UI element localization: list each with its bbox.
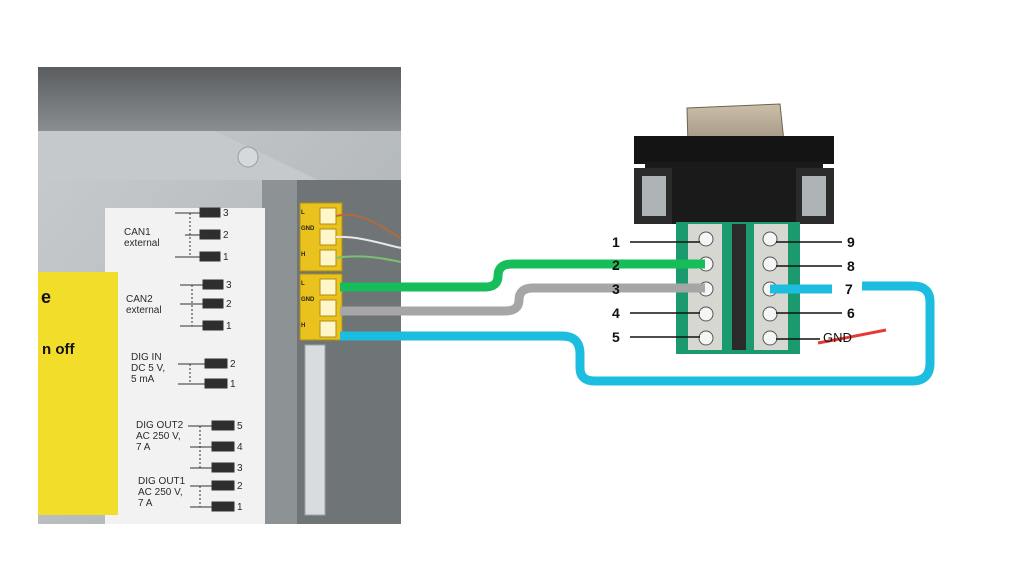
wires <box>340 259 935 386</box>
yellow-label-text-1: e <box>41 287 52 307</box>
can1-label: CAN1 external <box>124 227 160 249</box>
pin-label-5: 5 <box>612 329 620 345</box>
db9-connector <box>634 103 834 354</box>
dig-in-label: DIG IN DC 5 V, 5 mA <box>131 352 166 385</box>
gnd-strike <box>817 328 887 345</box>
device-photo <box>38 67 401 524</box>
pin-label-9: 9 <box>847 234 855 250</box>
terminal-screws <box>698 231 778 346</box>
pin-label-7: 7 <box>845 281 853 297</box>
pin-label-8: 8 <box>847 258 855 274</box>
can1-pins <box>175 207 221 262</box>
pin-label-2: 2 <box>612 257 620 273</box>
dig-out2-pins <box>188 420 235 473</box>
pin-label-1: 1 <box>612 234 620 250</box>
dig-out2-label: DIG OUT2 AC 250 V, 7 A <box>136 420 184 453</box>
gnd-label: GND <box>823 330 852 345</box>
blue-wire <box>340 281 935 386</box>
pin-label-6: 6 <box>847 305 855 321</box>
can2-label: CAN2 external <box>126 294 162 316</box>
can1-pin-3: 3 <box>223 208 229 219</box>
term-mark-gnd2: GND <box>301 297 315 303</box>
terminal-blocks <box>299 202 402 516</box>
dig-out2-pin-4: 4 <box>237 442 243 453</box>
can2-pins <box>180 279 224 331</box>
term-mark-h2: H <box>301 323 306 329</box>
dig-in-pins <box>178 358 228 389</box>
dig-out2-pin-3: 3 <box>237 463 243 474</box>
green-wire <box>340 259 705 292</box>
dig-in-pin-1: 1 <box>230 379 236 390</box>
terminal-pin-markers <box>175 207 235 512</box>
gray-wire <box>340 283 705 316</box>
dig-in-pin-2: 2 <box>230 359 236 370</box>
term-mark-gnd1: GND <box>301 226 315 232</box>
pin-label-3: 3 <box>612 281 620 297</box>
term-mark-l1: L <box>301 210 305 216</box>
pin-label-4: 4 <box>612 305 620 321</box>
term-mark-h1: H <box>301 252 306 258</box>
pin-leaders <box>630 241 842 340</box>
dig-out1-pin-2: 2 <box>237 481 243 492</box>
term-mark-l2: L <box>301 281 305 287</box>
yellow-warning-label <box>38 272 118 515</box>
can1-pin-2: 2 <box>223 230 229 241</box>
dig-out1-label: DIG OUT1 AC 250 V, 7 A <box>138 476 186 509</box>
can1-pin-1: 1 <box>223 252 229 263</box>
yellow-label-text-2: n off <box>42 341 75 358</box>
dig-out2-pin-5: 5 <box>237 421 243 432</box>
can2-pin-3: 3 <box>226 280 232 291</box>
can2-pin-2: 2 <box>226 299 232 310</box>
can2-pin-1: 1 <box>226 321 232 332</box>
dig-out1-pins <box>190 480 235 512</box>
dig-out1-pin-1: 1 <box>237 502 243 513</box>
